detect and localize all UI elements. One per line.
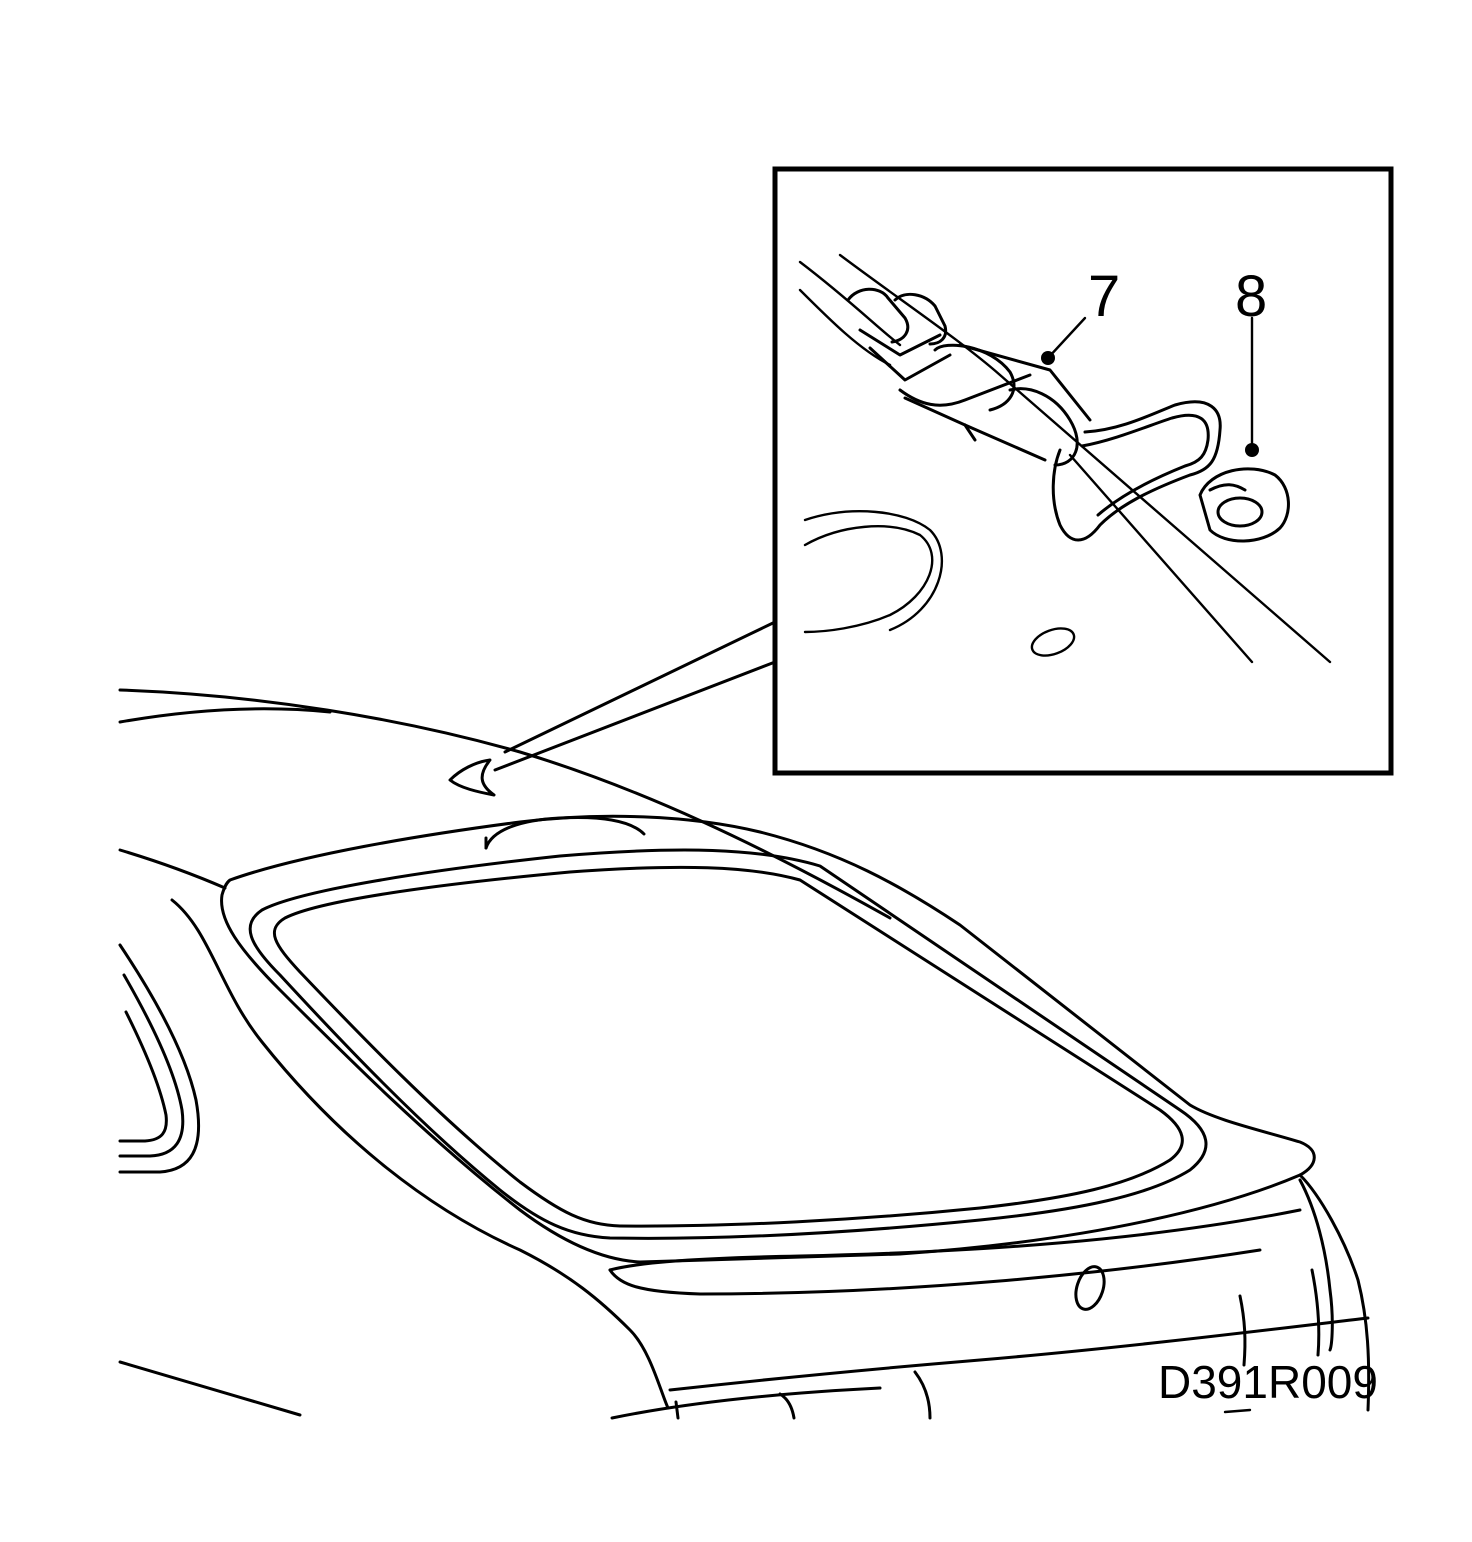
sunroof-curve-outer [803, 525, 934, 634]
cable-connector [846, 287, 1092, 467]
leader-7 [1046, 316, 1087, 360]
quarter-window-inner [118, 1010, 168, 1143]
car-body [118, 688, 1371, 1420]
connector-housing-bottom [903, 396, 1047, 462]
connector-tab [963, 423, 977, 442]
connector-housing-top [958, 343, 1092, 422]
connector-body-top [858, 328, 942, 357]
lower-side-line [118, 1360, 302, 1417]
connector-end [1008, 387, 1079, 467]
roof-seam-upper [838, 253, 1332, 664]
antenna-location-marker [448, 758, 496, 797]
detail-frame [772, 166, 1394, 776]
connector-sleeve [933, 343, 1016, 412]
brake-light [484, 816, 646, 850]
leader-7-dot [1041, 351, 1055, 365]
tail-edge-inner [1298, 1178, 1334, 1352]
connector-clip [898, 373, 1032, 407]
ground-wire [1051, 400, 1222, 542]
leader-8-dot [1245, 443, 1259, 457]
rear-glass [272, 865, 1184, 1228]
c-pillar-line [170, 898, 670, 1410]
nut-outer [1198, 467, 1290, 543]
connector-body-mid [868, 346, 952, 382]
side-line [118, 848, 227, 890]
bumper-seam-3 [913, 1370, 932, 1420]
bumper-line [668, 1316, 1370, 1392]
detail-pointer [493, 620, 777, 772]
roof-edge-line [1068, 453, 1254, 664]
roof-line [118, 688, 892, 920]
roof-seam-lower [798, 260, 902, 347]
pointer-line-upper [503, 620, 777, 754]
roof-seam-lower2 [798, 288, 892, 367]
figure-code: D391R009 [1158, 1356, 1378, 1408]
nut-bore [1216, 496, 1264, 528]
quarter-window-outer [118, 943, 201, 1174]
ground-wire-inner [1080, 413, 1210, 517]
bumper-seam-2 [778, 1392, 796, 1420]
callout-8: 8 [1235, 264, 1267, 329]
spoiler-upper [608, 1208, 1302, 1272]
bumper-top [610, 1386, 882, 1420]
ground-nut [1198, 467, 1290, 543]
nut-washer [1208, 483, 1247, 492]
detail-inset: 7 8 [772, 166, 1394, 776]
connector-cap-1 [846, 287, 910, 344]
bumper-seam-1 [674, 1400, 680, 1420]
rear-window-surround [220, 814, 1316, 1264]
roof-edge [118, 707, 332, 724]
rear-glass-frame [248, 848, 1208, 1240]
lamp-divider-1 [1238, 1294, 1247, 1367]
pointer-line-lower [493, 660, 777, 772]
callout-7: 7 [1088, 264, 1120, 329]
mounting-hole [1030, 627, 1076, 657]
trunk-lock [1074, 1265, 1106, 1311]
figure-code-mark [1223, 1408, 1252, 1414]
lamp-divider-2 [1310, 1268, 1321, 1357]
quarter-window-mid [118, 973, 185, 1158]
spoiler-lower [608, 1248, 1262, 1296]
connector-cap-2 [893, 292, 948, 346]
sunroof-curve-inner [803, 510, 944, 632]
tail-edge [1298, 1173, 1371, 1412]
